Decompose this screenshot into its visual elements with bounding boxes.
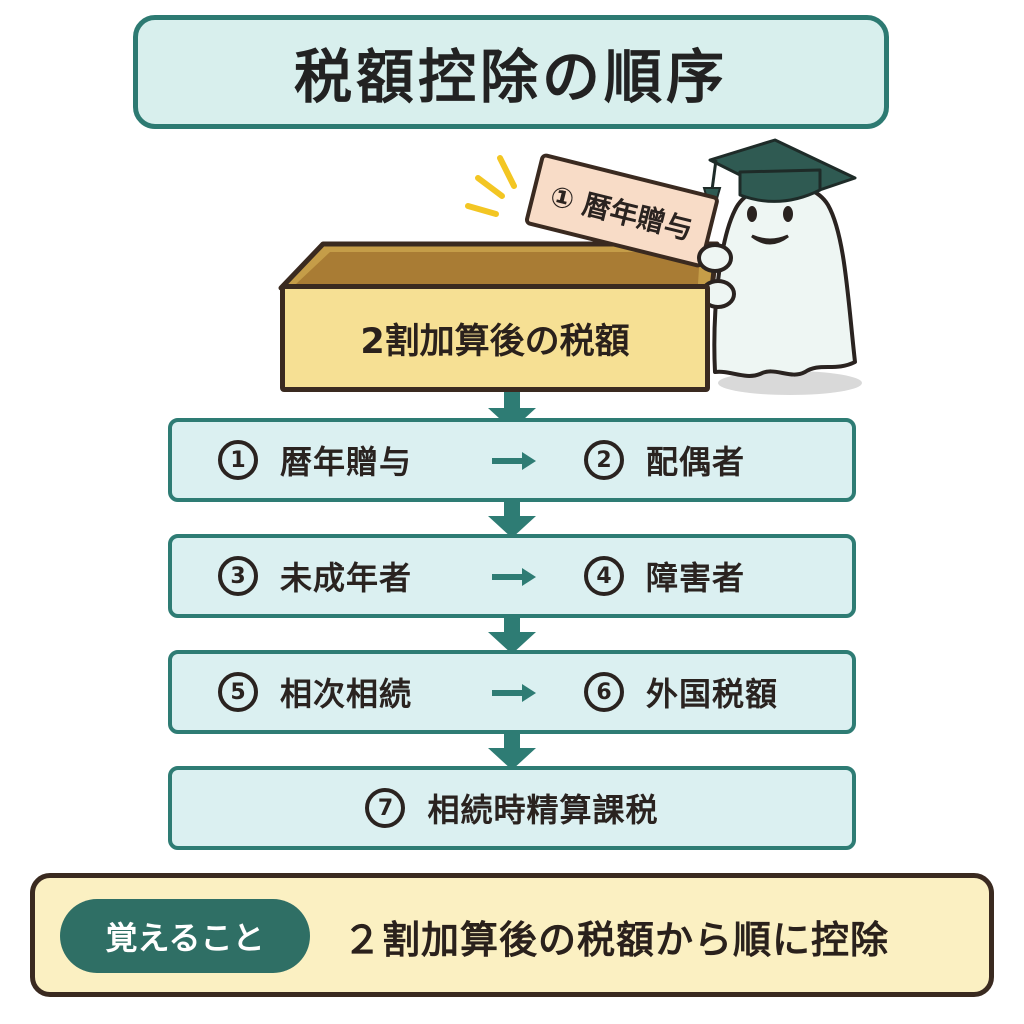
step-label: 相次相続 bbox=[280, 675, 413, 713]
mascot-hand bbox=[697, 243, 733, 273]
memo-text-label: ２割加算後の税額から順に控除 bbox=[343, 917, 890, 962]
memo-box: 覚えること ２割加算後の税額から順に控除 bbox=[30, 873, 994, 997]
page-title: 税額控除の順序 bbox=[293, 43, 728, 111]
step-number: 5 bbox=[218, 672, 258, 712]
step-item-2: 2 配偶者 bbox=[584, 422, 745, 498]
step-item-6: 6 外国税額 bbox=[584, 654, 778, 730]
memo-badge-label: 覚えること bbox=[105, 919, 265, 957]
right-arrow-icon bbox=[492, 452, 536, 470]
title-banner: 税額控除の順序 bbox=[133, 15, 889, 129]
step-row-2: 3 未成年者 4 障害者 bbox=[168, 534, 856, 618]
step-number: 2 bbox=[584, 440, 624, 480]
step-label: 相続時精算課税 bbox=[427, 791, 659, 829]
step-item-4: 4 障害者 bbox=[584, 538, 745, 614]
down-arrow-icon bbox=[488, 392, 536, 430]
step-label: 障害者 bbox=[646, 559, 746, 597]
box-label: 2割加算後の税額 bbox=[360, 321, 630, 362]
down-arrow-icon bbox=[488, 500, 536, 538]
down-arrow-icon bbox=[488, 732, 536, 770]
step-number: 6 bbox=[584, 672, 624, 712]
memo-text: ２割加算後の税額から順に控除 bbox=[343, 899, 889, 973]
right-arrow-icon bbox=[492, 684, 536, 702]
illustration: ① 暦年贈与 bbox=[278, 138, 862, 395]
right-arrow-icon bbox=[492, 568, 536, 586]
step-item-1: 1 暦年贈与 bbox=[218, 422, 412, 498]
step-row-1: 1 暦年贈与 2 配偶者 bbox=[168, 418, 856, 502]
step-row-3: 5 相次相続 6 外国税額 bbox=[168, 650, 856, 734]
sparkle-icon bbox=[465, 155, 517, 217]
step-label: 配偶者 bbox=[646, 443, 746, 481]
step-label: 未成年者 bbox=[280, 559, 413, 597]
box-front-label: 2割加算後の税額 bbox=[280, 284, 710, 392]
ghost-mascot-icon bbox=[712, 182, 862, 395]
graduation-cap-icon bbox=[702, 138, 857, 203]
step-item-3: 3 未成年者 bbox=[218, 538, 412, 614]
memo-badge: 覚えること bbox=[60, 899, 310, 973]
step-item-5: 5 相次相続 bbox=[218, 654, 412, 730]
step-item-7: 7 相続時精算課税 bbox=[172, 770, 852, 846]
step-number: 1 bbox=[218, 440, 258, 480]
step-row-4: 7 相続時精算課税 bbox=[168, 766, 856, 850]
step-number: 3 bbox=[218, 556, 258, 596]
down-arrow-icon bbox=[488, 616, 536, 654]
step-label: 外国税額 bbox=[646, 675, 779, 713]
gift-card: ① 暦年贈与 bbox=[524, 153, 719, 268]
step-label: 暦年贈与 bbox=[280, 443, 413, 481]
step-number: 7 bbox=[365, 788, 406, 828]
step-number: 4 bbox=[584, 556, 624, 596]
